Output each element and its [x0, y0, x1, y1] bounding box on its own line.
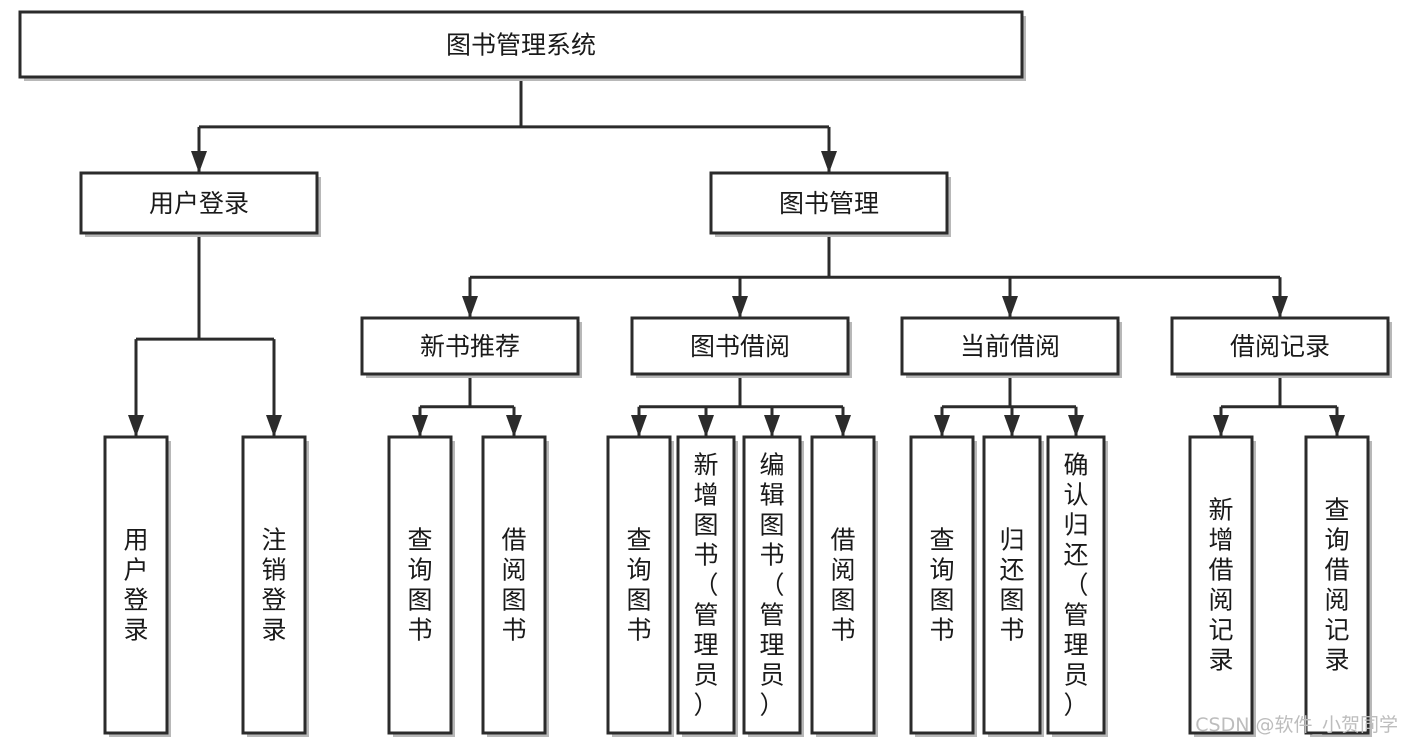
- node-label: 编辑图书（管理员）: [759, 450, 784, 719]
- arrow-head-icon: [835, 415, 851, 437]
- node-rect[interactable]: [241, 435, 307, 735]
- arrow-head-icon: [1329, 415, 1345, 437]
- node-label: 确认归还（管理员）: [1063, 450, 1088, 719]
- node-leaf-bw-query[interactable]: 查询图书: [606, 435, 674, 737]
- arrow-head-icon: [1272, 296, 1288, 318]
- arrow-head-icon: [631, 415, 647, 437]
- arrow-head-icon: [1213, 415, 1229, 437]
- node-leaf-user-login[interactable]: 用户登录: [103, 435, 171, 737]
- arrow-head-icon: [128, 415, 144, 437]
- node-label: 图书管理系统: [446, 31, 596, 60]
- node-record[interactable]: 借阅记录: [1170, 316, 1392, 378]
- arrow-head-icon: [764, 415, 780, 437]
- node-label: 借阅图书: [830, 525, 855, 644]
- node-label: 新增借阅记录: [1208, 495, 1233, 674]
- node-login[interactable]: 用户登录: [79, 171, 321, 237]
- node-rect[interactable]: [103, 435, 169, 735]
- node-rect[interactable]: [1046, 435, 1106, 735]
- arrow-head-icon: [1004, 415, 1020, 437]
- node-rect[interactable]: [1188, 435, 1254, 735]
- arrow-head-icon: [266, 415, 282, 437]
- node-bookmgmt[interactable]: 图书管理: [709, 171, 951, 237]
- node-layer: 图书管理系统用户登录图书管理新书推荐图书借阅当前借阅借阅记录用户登录注销登录查询…: [18, 10, 1392, 737]
- node-label: 借阅记录: [1230, 332, 1330, 361]
- node-rect[interactable]: [982, 435, 1042, 735]
- node-label: 图书管理: [779, 189, 879, 218]
- node-label: 借阅图书: [501, 525, 526, 644]
- node-root[interactable]: 图书管理系统: [18, 10, 1026, 81]
- node-label: 图书借阅: [690, 332, 790, 361]
- node-rect[interactable]: [360, 316, 580, 376]
- connector-layer: [128, 77, 1345, 437]
- node-rect[interactable]: [387, 435, 453, 735]
- node-rect[interactable]: [742, 435, 802, 735]
- node-leaf-cur-confirm[interactable]: 确认归还（管理员）: [1046, 435, 1108, 737]
- node-borrow[interactable]: 图书借阅: [630, 316, 852, 378]
- node-label: 新书推荐: [420, 332, 520, 361]
- node-rect[interactable]: [606, 435, 672, 735]
- node-label: 注销登录: [261, 525, 286, 644]
- arrow-head-icon: [934, 415, 950, 437]
- node-newbook[interactable]: 新书推荐: [360, 316, 582, 378]
- node-rect[interactable]: [810, 435, 876, 735]
- arrow-head-icon: [506, 415, 522, 437]
- node-label: 当前借阅: [960, 332, 1060, 361]
- node-label: 查询借阅记录: [1324, 495, 1349, 674]
- node-leaf-user-logout[interactable]: 注销登录: [241, 435, 309, 737]
- node-rect[interactable]: [79, 171, 319, 235]
- node-label: 新增图书（管理员）: [693, 450, 718, 719]
- node-label: 查询图书: [407, 525, 432, 644]
- node-current[interactable]: 当前借阅: [900, 316, 1122, 378]
- node-rect[interactable]: [1304, 435, 1370, 735]
- csdn-watermark: CSDN @软件_小贺同学: [1195, 714, 1398, 736]
- arrow-head-icon: [821, 151, 837, 173]
- arrow-head-icon: [191, 151, 207, 173]
- node-leaf-rec-query[interactable]: 查询借阅记录: [1304, 435, 1372, 737]
- node-rect[interactable]: [1170, 316, 1390, 376]
- node-rect[interactable]: [630, 316, 850, 376]
- node-rect[interactable]: [709, 171, 949, 235]
- node-label: 用户登录: [123, 525, 148, 644]
- arrow-head-icon: [462, 296, 478, 318]
- node-leaf-bw-edit[interactable]: 编辑图书（管理员）: [742, 435, 804, 737]
- node-leaf-bw-add[interactable]: 新增图书（管理员）: [676, 435, 738, 737]
- node-label: 查询图书: [929, 525, 954, 644]
- arrow-head-icon: [412, 415, 428, 437]
- node-label: 用户登录: [149, 189, 249, 218]
- node-leaf-cur-return[interactable]: 归还图书: [982, 435, 1044, 737]
- arrow-head-icon: [1068, 415, 1084, 437]
- node-leaf-nb-borrow[interactable]: 借阅图书: [481, 435, 549, 737]
- node-leaf-nb-query[interactable]: 查询图书: [387, 435, 455, 737]
- node-leaf-cur-query[interactable]: 查询图书: [909, 435, 977, 737]
- arrow-head-icon: [698, 415, 714, 437]
- node-leaf-rec-add[interactable]: 新增借阅记录: [1188, 435, 1256, 737]
- node-leaf-bw-lend[interactable]: 借阅图书: [810, 435, 878, 737]
- arrow-head-icon: [732, 296, 748, 318]
- node-rect[interactable]: [900, 316, 1120, 376]
- node-label: 归还图书: [999, 525, 1024, 644]
- node-label: 查询图书: [626, 525, 651, 644]
- node-rect[interactable]: [676, 435, 736, 735]
- node-rect[interactable]: [909, 435, 975, 735]
- arrow-head-icon: [1002, 296, 1018, 318]
- node-rect[interactable]: [481, 435, 547, 735]
- node-rect[interactable]: [18, 10, 1024, 79]
